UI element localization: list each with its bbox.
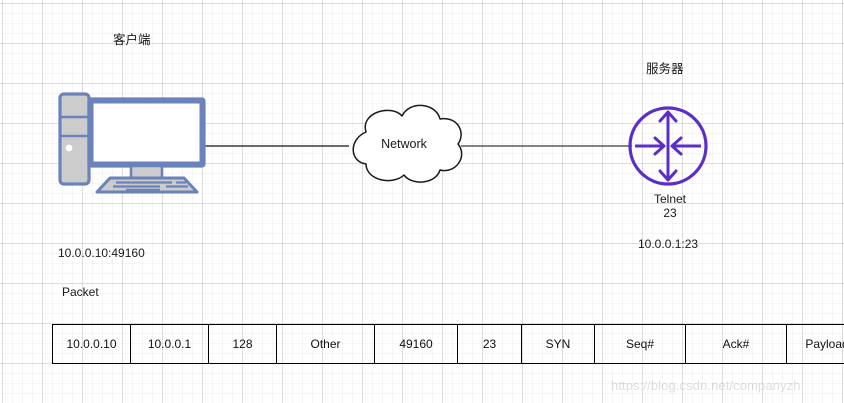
packet-cell-dst-port: 23 (457, 324, 522, 364)
packet-cell-ttl: 128 (208, 324, 277, 364)
packet-cell-dst-ip: 10.0.0.1 (130, 324, 209, 364)
table-row: 10.0.0.10 10.0.0.1 128 Other 49160 23 SY… (52, 324, 844, 364)
packet-cell-payload: Payload (786, 324, 844, 364)
watermark-text: https://blog.csdn.net/companyzh (611, 378, 801, 393)
packet-cell-protocol: Other (276, 324, 375, 364)
client-title-label: 客户端 (113, 33, 151, 47)
service-port-label: 23 (663, 206, 677, 220)
client-address-label: 10.0.0.10:49160 (58, 246, 145, 260)
packet-cell-seq: Seq# (594, 324, 686, 364)
packet-cell-src-port: 49160 (374, 324, 458, 364)
packet-cell-src-ip: 10.0.0.10 (52, 324, 131, 364)
packet-cell-ack: Ack# (685, 324, 787, 364)
packet-table: 10.0.0.10 10.0.0.1 128 Other 49160 23 SY… (52, 324, 844, 364)
service-name-label: Telnet (653, 192, 687, 206)
server-address-label: 10.0.0.1:23 (638, 237, 699, 251)
packet-caption-label: Packet (62, 285, 99, 299)
server-title-label: 服务器 (646, 62, 684, 76)
cloud-label: Network (381, 137, 427, 151)
packet-cell-flags: SYN (521, 324, 595, 364)
